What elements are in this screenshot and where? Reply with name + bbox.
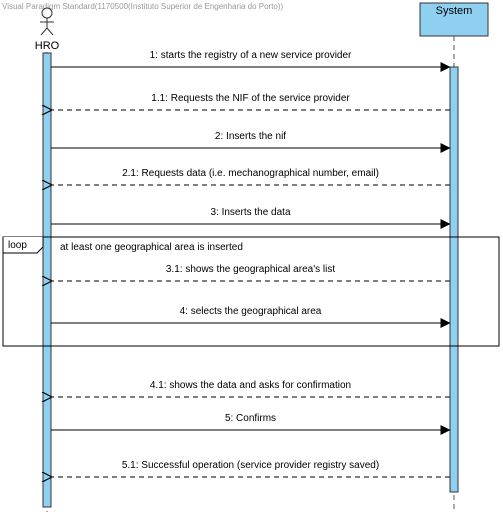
- system-name: System: [436, 5, 473, 17]
- message-label: 2.1: Requests data (i.e. mechanographica…: [122, 168, 379, 179]
- activation-bar-system: [449, 66, 459, 493]
- message-4: 2.1: Requests data (i.e. mechanographica…: [51, 168, 450, 185]
- stick-figure-icon: [40, 7, 54, 36]
- message-label: 5.1: Successful operation (service provi…: [122, 460, 379, 471]
- message-6: 3.1: shows the geographical area's list: [51, 264, 450, 281]
- actor-name: HRO: [35, 40, 60, 52]
- message-5: 3: Inserts the data: [51, 207, 451, 229]
- loop-label: loop: [8, 240, 27, 251]
- lifeline-system-header: System: [419, 2, 489, 37]
- message-9: 5: Confirms: [51, 413, 451, 435]
- watermark: Visual Paradigm Standard(1170500(Institu…: [2, 2, 284, 11]
- actor-hro: HRO: [35, 7, 60, 52]
- loop-fragment: loop at least one geographical area is i…: [2, 236, 500, 347]
- message-label: 1: starts the registry of a new service …: [150, 50, 352, 61]
- loop-frame: [2, 236, 500, 347]
- loop-guard: at least one geographical area is insert…: [60, 242, 243, 253]
- message-8: 4.1: shows the data and asks for confirm…: [51, 380, 450, 397]
- message-label: 4.1: shows the data and asks for confirm…: [150, 380, 351, 391]
- message-label: 1.1: Requests the NIF of the service pro…: [151, 93, 350, 104]
- message-3: 2: Inserts the nif: [51, 131, 451, 153]
- message-7: 4: selects the geographical area: [51, 306, 451, 328]
- message-2: 1.1: Requests the NIF of the service pro…: [51, 93, 450, 110]
- message-1: 1: starts the registry of a new service …: [51, 50, 451, 72]
- messages: 1: starts the registry of a new service …: [51, 50, 451, 477]
- message-label: 3.1: shows the geographical area's list: [166, 264, 335, 275]
- message-label: 3: Inserts the data: [210, 207, 290, 218]
- message-label: 2: Inserts the nif: [215, 131, 286, 142]
- message-label: 4: selects the geographical area: [180, 306, 322, 317]
- message-10: 5.1: Successful operation (service provi…: [51, 460, 450, 477]
- activation-bar-hro: [42, 52, 52, 508]
- loop-label-tab: [2, 237, 44, 254]
- message-label: 5: Confirms: [225, 413, 276, 424]
